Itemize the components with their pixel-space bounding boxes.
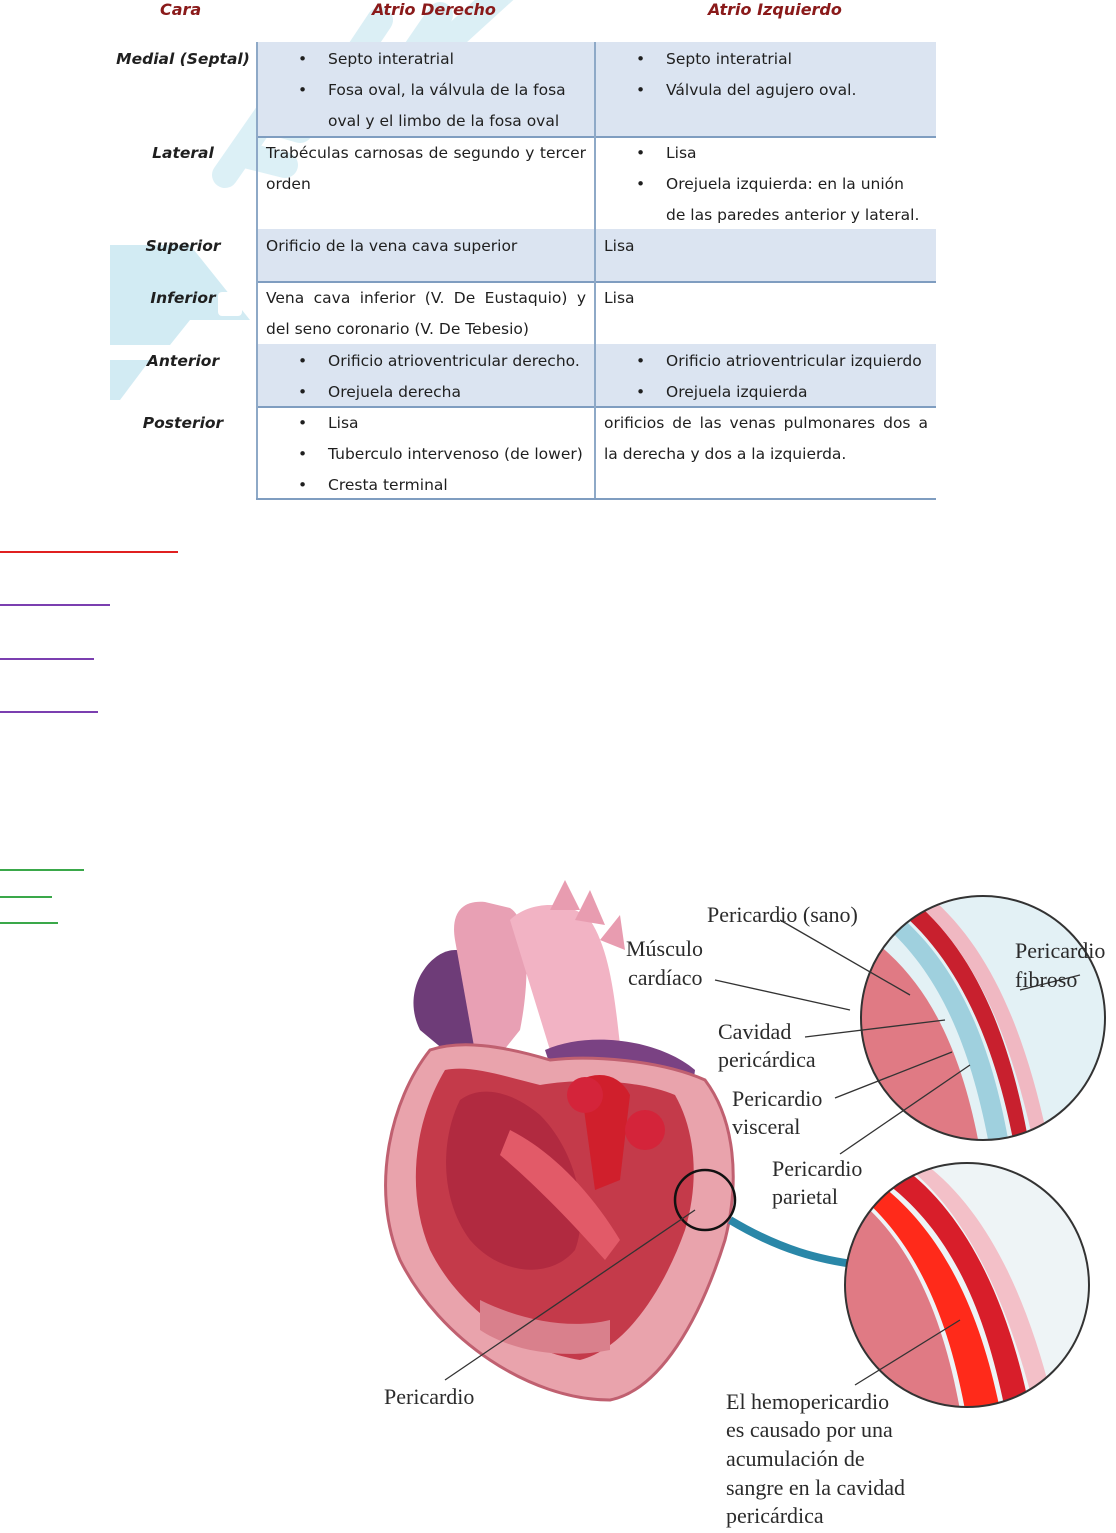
label-hemopericardio-3: acumulación de [726, 1446, 865, 1471]
heart-illustration [384, 880, 1106, 1408]
row-face-label: Posterior [142, 414, 224, 432]
list-item: Cresta terminal [258, 470, 586, 501]
table-row: Superior Orificio de la vena cava superi… [110, 229, 936, 281]
right-atrium-cell: Septo interatrial Fosa oval, la válvula … [256, 42, 596, 136]
label-fibroso: fibroso [1015, 967, 1078, 992]
table-row: Inferior Vena cava inferior (V. De Eusta… [110, 281, 936, 344]
pericardium-diagram: Pericardio (sano) Músculo cardíaco Peric… [360, 880, 1116, 1529]
cell-text: orificios de las venas pulmonares dos a … [604, 414, 928, 463]
label-hemopericardio-1: El hemopericardio [726, 1389, 890, 1414]
label-hemopericardio-2: es causado por una [726, 1417, 893, 1442]
cell-text: Vena cava inferior (V. De Eustaquio) y d… [266, 289, 586, 338]
label-pericardica: pericárdica [718, 1047, 816, 1072]
list-item: Válvula del agujero oval. [596, 75, 928, 106]
label-pericardio-fibroso: Pericardio [1015, 938, 1106, 963]
list-item: Orejuela izquierda [596, 377, 928, 408]
right-atrium-cell: Trabéculas carnosas de segundo y tercer … [256, 136, 596, 229]
list-item: Tuberculo intervenoso (de lower) [258, 439, 586, 470]
label-pericardio-sano: Pericardio (sano) [707, 902, 858, 927]
left-atrium-cell: Lisa Orejuela izquierda: en la unión de … [596, 136, 936, 229]
row-face-label: Medial (Septal) [116, 50, 250, 68]
list-item: Septo interatrial [258, 44, 586, 75]
list-item: Orificio atrioventricular derecho. [258, 346, 586, 377]
right-atrium-cell: Lisa Tuberculo intervenoso (de lower) Cr… [256, 406, 596, 501]
label-visceral: visceral [732, 1114, 801, 1139]
label-parietal: parietal [772, 1184, 838, 1209]
list-item: Orificio atrioventricular izquierdo [596, 346, 928, 377]
left-atrium-cell: Orificio atrioventricular izquierdo Orej… [596, 344, 936, 408]
table-row: Medial (Septal) Septo interatrial Fosa o… [110, 42, 936, 136]
label-cardiaco: cardíaco [628, 965, 703, 990]
green-underline [0, 896, 52, 898]
label-hemopericardio-4: sangre en la cavidad [726, 1475, 905, 1500]
left-atrium-cell: Septo interatrial Válvula del agujero ov… [596, 42, 936, 136]
row-face-label: Anterior [146, 352, 220, 370]
green-underline [0, 869, 84, 871]
list-item: Lisa [258, 408, 586, 439]
left-atrium-cell: orificios de las venas pulmonares dos a … [596, 406, 936, 500]
label-pericardio-parietal: Pericardio [772, 1156, 863, 1181]
label-pericardio-visceral: Pericardio [732, 1086, 823, 1111]
right-atrium-cell: Orificio atrioventricular derecho. Oreju… [256, 344, 596, 408]
row-face-label: Inferior [150, 289, 216, 307]
table-row: Anterior Orificio atrioventricular derec… [110, 344, 936, 408]
label-musculo: Músculo [626, 936, 703, 961]
row-face-label: Superior [145, 237, 221, 255]
left-atrium-cell: Lisa [596, 229, 936, 281]
purple-underline [0, 711, 98, 713]
label-cavidad: Cavidad [718, 1019, 792, 1044]
green-underline [0, 922, 58, 924]
list-item: Fosa oval, la válvula de la fosa oval y … [258, 75, 586, 137]
purple-underline [0, 604, 110, 606]
label-pericardio: Pericardio [384, 1384, 475, 1409]
list-item: Orejuela derecha [258, 377, 586, 408]
purple-underline [0, 658, 94, 660]
list-item: Lisa [596, 138, 928, 169]
cell-text: Orificio de la vena cava superior [266, 237, 518, 255]
table-row: Posterior Lisa Tuberculo intervenoso (de… [110, 406, 936, 501]
right-atrium-cell: Vena cava inferior (V. De Eustaquio) y d… [256, 281, 596, 344]
row-face-label: Lateral [152, 144, 214, 162]
table-row: Lateral Trabéculas carnosas de segundo y… [110, 136, 936, 229]
left-atrium-cell: Lisa [596, 281, 936, 344]
header-cara: Cara [160, 0, 202, 19]
header-atrio-derecho: Atrio Derecho [372, 0, 496, 19]
cell-text: Lisa [604, 289, 635, 307]
cell-text: Trabéculas carnosas de segundo y tercer … [266, 144, 586, 193]
list-item: Orejuela izquierda: en la unión de las p… [596, 169, 928, 231]
right-atrium-cell: Orificio de la vena cava superior [256, 229, 596, 281]
red-underline [0, 551, 178, 553]
list-item: Septo interatrial [596, 44, 928, 75]
header-atrio-izquierdo: Atrio Izquierdo [708, 0, 842, 19]
cell-text: Lisa [604, 237, 635, 255]
label-hemopericardio-5: pericárdica [726, 1503, 824, 1528]
